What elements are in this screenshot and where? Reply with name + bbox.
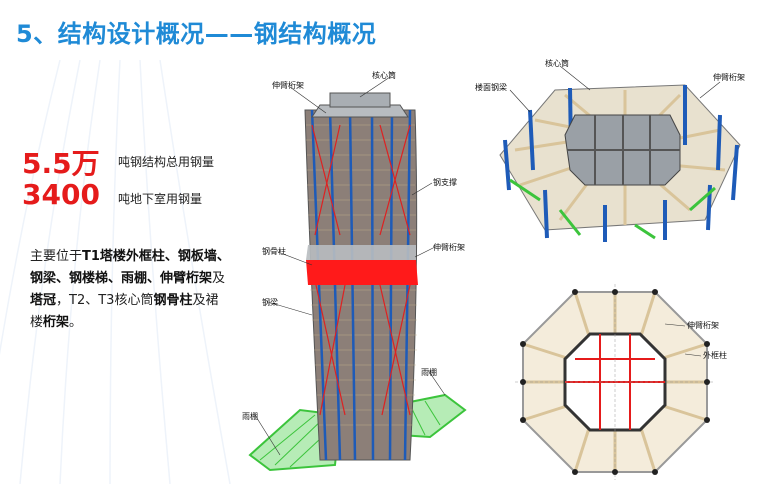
desc-text-4: 及裙楼 [30,293,219,330]
plan-grid [515,284,715,480]
desc-bold-4: 桁架 [43,315,70,330]
stat-basement-steel-label: 吨地下室用钢量 [118,192,203,206]
tower-braces [311,124,411,416]
label-floor-beam: 楼面钢梁 [475,83,507,92]
label-brace: 钢支撑 [433,178,457,187]
page-title: 5、结构设计概况——钢结构概况 [16,20,377,48]
label-steel-beam: 钢梁 [262,298,278,307]
mid-floor-plate [306,245,416,260]
label-outrigger-mid: 伸臂桁架 [433,243,465,252]
tower-leader-lines [254,76,446,456]
desc-bold-1: T1塔楼外框柱、钢板墙、钢梁、钢楼梯、雨棚、伸臂桁架 [30,249,230,286]
outrigger-band [306,260,418,285]
desc-text-1: 主要位于 [30,249,83,264]
desc-bold-3: 钢骨柱 [153,293,193,308]
label-core-floor: 核心筒 [545,59,569,68]
label-canopy-left: 雨棚 [242,412,258,421]
desc-text-2: 及 [212,271,226,286]
plan-columns [520,289,710,475]
label-core-tower: 核心筒 [372,71,396,80]
tower-floor-lines [306,124,417,426]
floor-leader-lines [509,65,721,113]
background-watermark [0,60,231,484]
stat-total-steel-label: 吨钢结构总用钢量 [118,155,215,169]
floor-braces [509,178,716,240]
floor-steel-structure-figure [499,65,741,242]
desc-bold-2: 塔冠 [30,293,57,308]
description-paragraph: 主要位于T1塔楼外框柱、钢板墙、钢梁、钢楼梯、雨棚、伸臂桁架及塔冠，T2、T3核… [30,246,230,334]
plan-leader-lines [664,323,702,357]
label-steel-column: 钢骨柱 [262,247,286,256]
floor-plan-drawing [515,284,715,480]
label-canopy-right: 雨棚 [421,368,437,377]
stat-total-steel-value: 5.5万 [22,147,100,180]
label-outrigger-top: 伸臂桁架 [272,81,304,90]
tower-steel-structure-figure [248,76,467,472]
label-outer-column: 外框柱 [703,351,727,360]
stat-basement-steel-value: 3400 [22,178,100,211]
core-top-walls [329,92,391,108]
desc-text-3: ，T2、T3核心筒 [56,293,154,308]
label-outrigger-floor: 伸臂桁架 [713,73,745,82]
desc-text-5: 。 [69,315,83,330]
label-outrigger-plan: 伸臂桁架 [687,321,719,330]
floor-core-cells [567,115,680,185]
